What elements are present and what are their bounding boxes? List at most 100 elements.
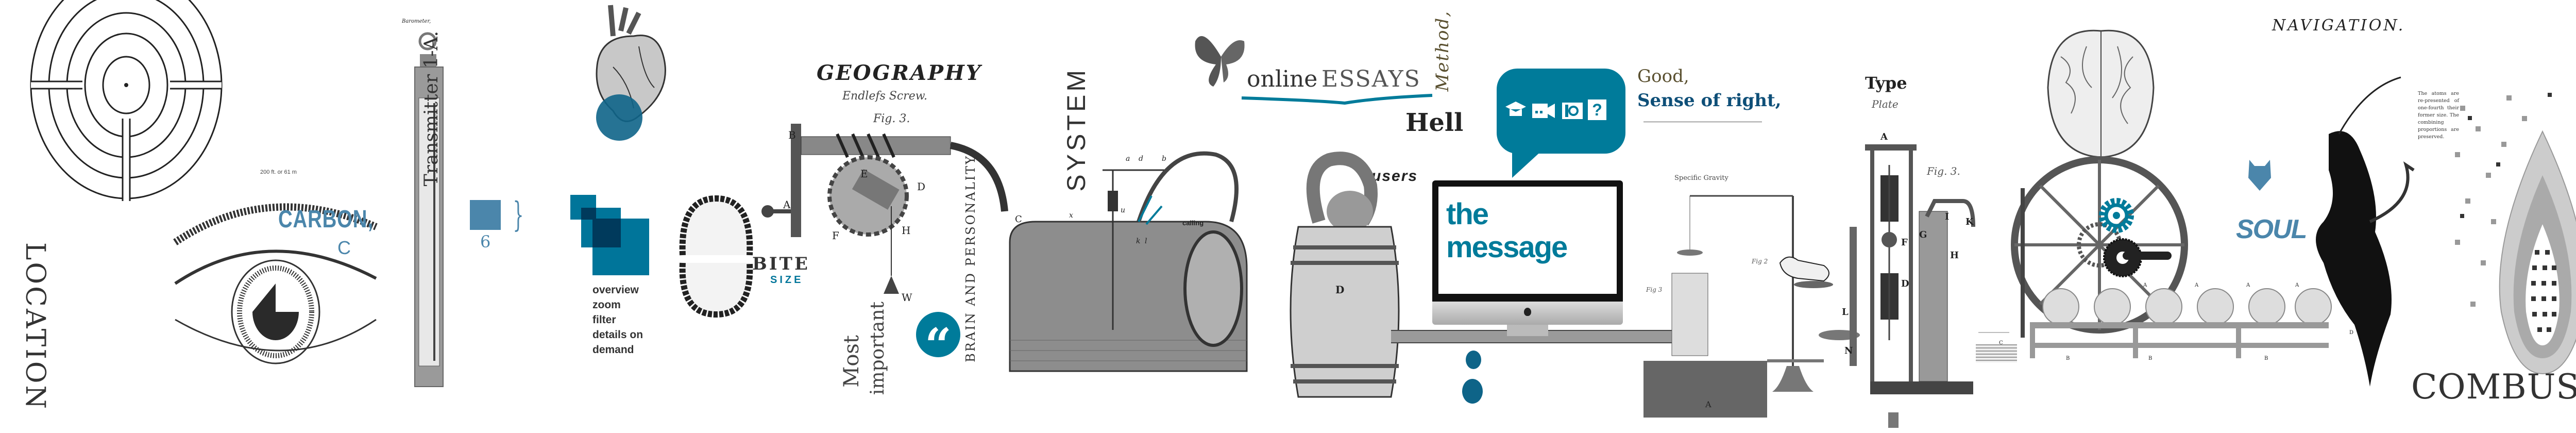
location-title: LOCATION — [20, 242, 50, 411]
blue-square — [470, 200, 501, 230]
crankset-icon — [2103, 238, 2172, 277]
barometer-panel: Barometer, Transmitter 1-A. } 6 — [361, 0, 526, 387]
camera-icon[interactable] — [1561, 99, 1584, 120]
list-item-details: details on demand — [592, 329, 643, 356]
letter-d: d — [1139, 155, 1143, 163]
heart-blue-dot — [596, 94, 642, 141]
video-camera-icon[interactable] — [1531, 99, 1557, 120]
press-letter-d: D — [1901, 278, 1909, 289]
barrel-illustration — [1290, 152, 1400, 398]
roller-letter-c: C — [1999, 340, 2003, 346]
devil-shield-icon — [2248, 160, 2271, 191]
good-label: Good, — [1637, 66, 1689, 87]
letter-e: E — [860, 168, 868, 180]
letter-h: H — [902, 224, 911, 237]
atoms-note: The atoms are re-presented of one-fourth… — [2418, 91, 2459, 140]
monitor: the message — [1432, 180, 1623, 336]
devil-illustration — [2316, 76, 2415, 387]
message-label: message — [1446, 230, 1568, 264]
transmitter-title: Transmitter 1-A. — [421, 31, 442, 187]
monitor-screen: the message — [1438, 187, 1617, 294]
letter-c: C — [1015, 214, 1022, 225]
labyrinth-panel: LOCATION — [0, 0, 227, 412]
barometer-illustration — [414, 32, 444, 387]
type-press-illustration — [1850, 144, 1975, 428]
shneiderman-panel: overview zoom filter details on demand — [567, 191, 685, 356]
drop-2 — [1462, 379, 1483, 404]
heart-illustration — [596, 5, 666, 141]
speech-bubble: ? — [1497, 69, 1625, 154]
roller-letter-a2: A — [2195, 282, 2199, 288]
square-overlap — [592, 219, 621, 247]
roller-letter-b3: B — [2264, 356, 2268, 361]
wave-underline — [1241, 94, 1433, 105]
brain-illustration — [2047, 29, 2155, 158]
letter-l: l — [1145, 237, 1147, 245]
list-item-filter: filter — [592, 314, 616, 326]
monitor-stand — [1507, 325, 1548, 336]
combustion-title: COMBUSTION — [2411, 367, 2576, 407]
scale-label: 200 ft. or 61 m — [260, 169, 297, 175]
roller-letter-a: A — [2143, 282, 2147, 288]
speech-bubble-tail — [1512, 149, 1543, 178]
drop-1 — [1466, 351, 1481, 369]
users-label: users — [1371, 168, 1418, 185]
letter-f: F — [832, 229, 839, 242]
teeth-illustration — [679, 195, 753, 318]
type-title: Type — [1865, 73, 1907, 93]
press-panel: Type Plate Fig. 3. A F G I K H D L N — [1824, 72, 1999, 428]
roller-letter-a4: A — [2295, 282, 2299, 288]
roller-letter-a3: A — [2246, 282, 2250, 288]
carbon-label: CARBON, — [278, 206, 374, 233]
press-letter-a: A — [1880, 131, 1888, 142]
paper-stack — [1976, 344, 2017, 362]
letter-w: W — [902, 291, 912, 304]
number-label: 6 — [480, 232, 491, 252]
apple-logo-icon — [1524, 308, 1531, 316]
sense-of-right-label: Sense of right, — [1637, 90, 1782, 111]
method-label: Method, — [1432, 10, 1453, 92]
size-label: SIZE — [770, 274, 804, 286]
gear-icon — [2099, 198, 2134, 233]
graduation-cap-icon[interactable] — [1504, 99, 1527, 120]
specific-gravity-label: Specific Gravity — [1674, 174, 1728, 182]
press-letter-h: H — [1950, 250, 1959, 261]
roller-letter-b2: B — [2148, 356, 2153, 361]
endless-screw-illustration — [761, 124, 1008, 294]
letter-x: x — [1069, 211, 1073, 220]
press-letter-g: G — [1919, 229, 1927, 240]
barrel-letter: D — [1335, 284, 1345, 296]
fig2-label: Fig 2 — [1752, 258, 1768, 265]
flame-diagram — [2455, 93, 2576, 375]
soul-label: SOUL — [2236, 214, 2307, 244]
butterfly-icon — [1195, 36, 1245, 87]
letter-a-bottom: A — [1705, 399, 1711, 409]
eye-illustration — [173, 203, 378, 364]
question-icon[interactable]: ? — [1588, 99, 1606, 120]
screw-subtitle: Endlefs Screw. — [842, 90, 927, 103]
screw-panel: GEOGRAPHY Endlefs Screw. Fig. 3. B A E D… — [757, 52, 1066, 412]
boiler-panel: SYSTEM calling a d b u k l x — [1009, 52, 1262, 412]
labyrinth-illustration — [30, 0, 223, 201]
press-letter-f: F — [1901, 237, 1908, 248]
balance-illustration — [1643, 195, 1860, 418]
bubble-icons: ? — [1504, 99, 1606, 120]
brace-icon: } — [513, 195, 524, 235]
hand-illustration — [1779, 256, 1833, 288]
the-label: the — [1446, 197, 1489, 231]
navigation-title: NAVIGATION. — [2272, 16, 2405, 35]
brain-personality-label: BRAIN AND PERSONALITY — [963, 155, 978, 362]
roller-frame-illustration — [1978, 288, 2332, 358]
roller-letter-b: B — [2066, 356, 2070, 361]
plate-label: Plate — [1872, 98, 1899, 110]
letter-a: A — [783, 198, 791, 211]
bite-label: BITE — [752, 254, 810, 274]
press-letter-k: K — [1965, 216, 1974, 227]
quote-glyph: “ — [925, 318, 952, 373]
quote-icon: “ — [916, 312, 960, 373]
feature-list: overview zoom filter details on demand — [592, 282, 685, 357]
essays-label: ESSAYS — [1321, 66, 1421, 92]
screw-fig: Fig. 3. — [873, 112, 910, 125]
geography-title: GEOGRAPHY — [817, 61, 982, 85]
press-letter-n: N — [1844, 345, 1853, 356]
